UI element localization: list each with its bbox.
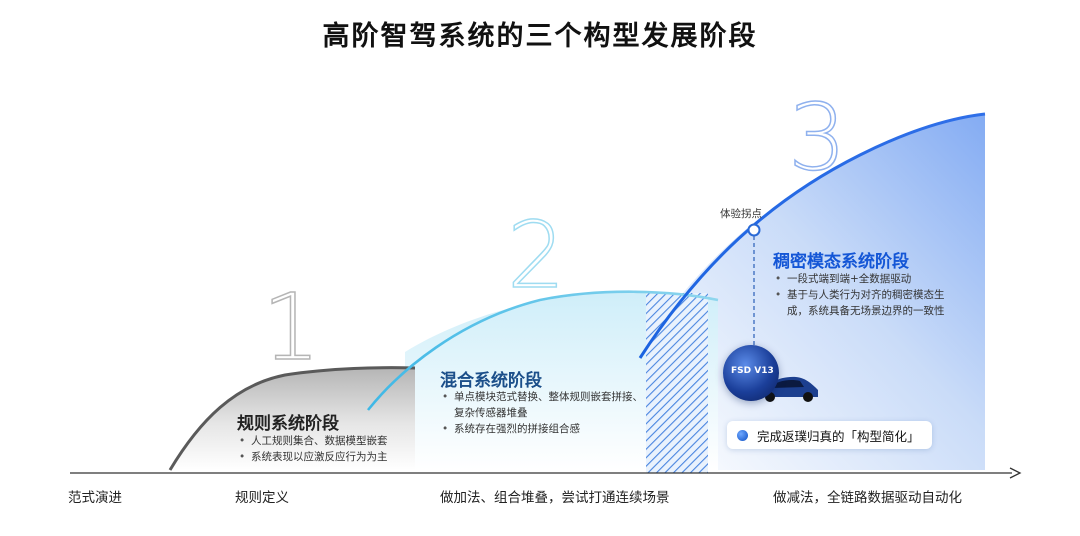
globe-icon (737, 429, 748, 441)
list-item: 系统表现以应激反应行为为主 (237, 449, 388, 465)
list-item: 复杂传感器堆叠 (454, 407, 528, 419)
page-title: 高阶智驾系统的三个构型发展阶段 (322, 21, 758, 52)
list-item: 单点模块范式替换、整体规则嵌套拼接、 (440, 389, 643, 405)
stage3-title: 稠密模态系统阶段 (773, 252, 909, 272)
axis-title: 范式演进 (68, 490, 122, 506)
fsd-badge (723, 345, 779, 401)
list-item: 成，系统具备无场景边界的一致性 (787, 305, 945, 317)
list-item: 一段式端到端+全数据驱动 (773, 271, 945, 287)
stage1-bullets: 人工规则集合、数据模型嵌套 系统表现以应激反应行为为主 (237, 433, 388, 465)
list-item: 人工规则集合、数据模型嵌套 (237, 433, 388, 449)
stage3-bullets: 一段式端到端+全数据驱动 基于与人类行为对齐的稠密模态生 成，系统具备无场景边界… (773, 271, 945, 319)
highlight-callout: 完成返璞归真的「构型简化」 (727, 421, 932, 449)
stage3-curve (638, 112, 986, 359)
axis-phase-2: 做加法、组合堆叠，尝试打通连续场景 (440, 490, 670, 506)
stage2-curve (366, 290, 719, 411)
transition-band (646, 293, 708, 473)
axis-arrow-icon (1009, 467, 1022, 479)
fsd-badge-label: FSD V13 (731, 366, 774, 376)
stage2-number: 2 (506, 202, 566, 309)
axis-phase-1: 规则定义 (235, 490, 289, 506)
stage1-number: 1 (261, 274, 321, 381)
stage1-title: 规则系统阶段 (237, 414, 339, 434)
axis-phase-3: 做减法，全链路数据驱动自动化 (773, 490, 962, 506)
list-item: 基于与人类行为对齐的稠密模态生 (773, 287, 945, 303)
stage2-title: 混合系统阶段 (440, 371, 542, 391)
inflection-point (747, 223, 761, 237)
inflection-label: 体验拐点 (720, 208, 762, 220)
list-item: 系统存在强烈的拼接组合感 (440, 421, 643, 437)
highlight-text: 完成返璞归真的「构型简化」 (757, 428, 920, 444)
stage1-curve (168, 366, 416, 471)
stage2-bullets: 单点模块范式替换、整体规则嵌套拼接、 复杂传感器堆叠 系统存在强烈的拼接组合感 (440, 389, 643, 437)
stage3-number: 3 (787, 84, 847, 191)
